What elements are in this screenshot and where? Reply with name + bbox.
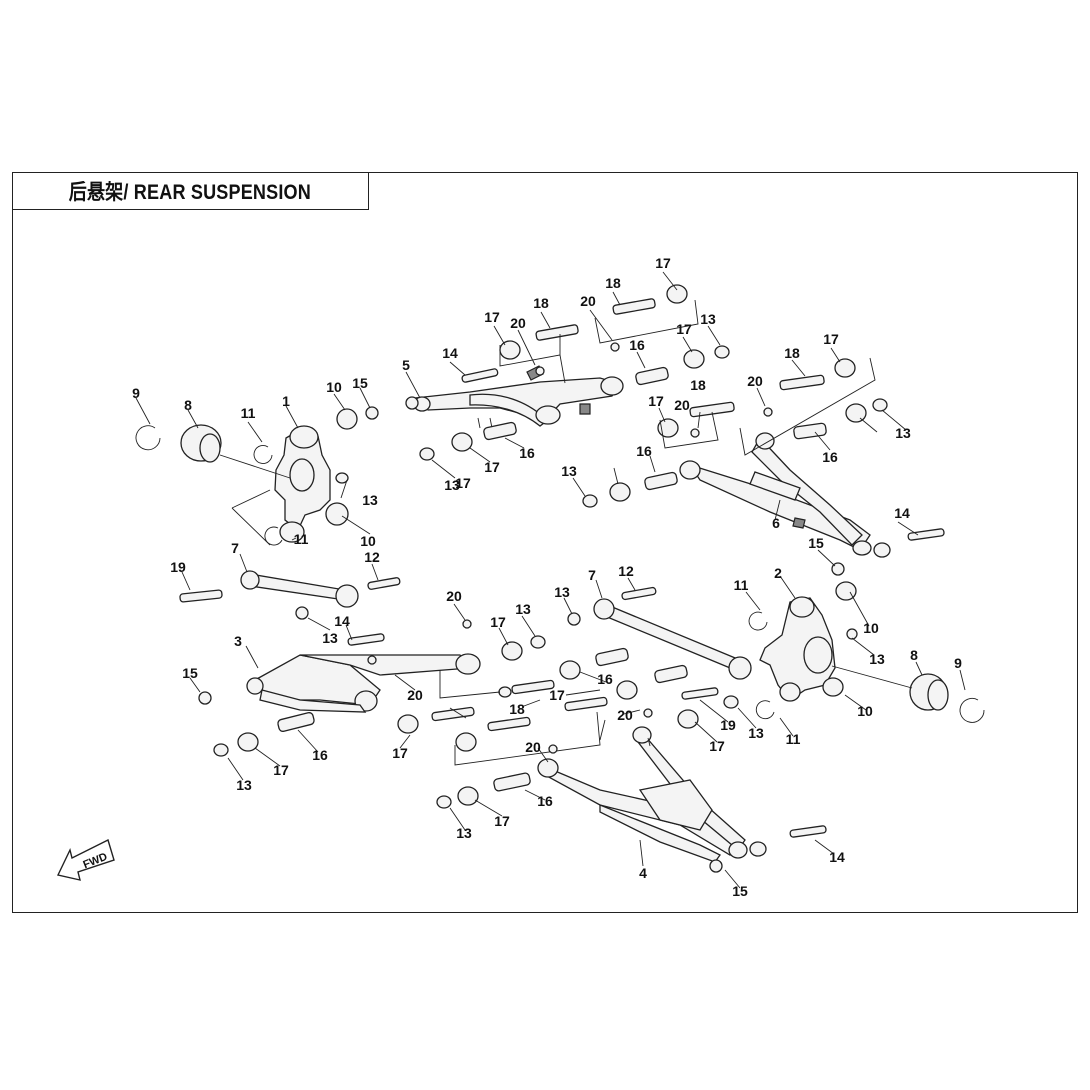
callout-label: 16 bbox=[822, 449, 838, 465]
callout-label: 10 bbox=[326, 379, 342, 395]
callout-label: 12 bbox=[364, 549, 380, 565]
callout-label: 17 bbox=[709, 738, 725, 754]
callout-label: 16 bbox=[519, 445, 535, 461]
callout-label: 15 bbox=[808, 535, 824, 551]
callout-label: 20 bbox=[617, 707, 633, 723]
callout-label: 20 bbox=[510, 315, 526, 331]
callout-label: 13 bbox=[895, 425, 911, 441]
callout-label: 3 bbox=[234, 633, 242, 649]
callout-label: 17 bbox=[392, 745, 408, 761]
callout-label: 16 bbox=[537, 793, 553, 809]
callout-label: 8 bbox=[184, 397, 192, 413]
callout-label: 17 bbox=[490, 614, 506, 630]
callout-label: 11 bbox=[786, 731, 801, 747]
callout-label: 13 bbox=[456, 825, 472, 841]
hardware-upper-right bbox=[582, 357, 945, 576]
callout-label: 16 bbox=[597, 671, 613, 687]
callout-label: 1 bbox=[282, 393, 290, 409]
callout-label: 20 bbox=[674, 397, 690, 413]
callout-label: 17 bbox=[455, 475, 471, 491]
callout-label: 4 bbox=[639, 865, 647, 881]
leader-lines bbox=[135, 271, 966, 889]
callout-label: 13 bbox=[561, 463, 577, 479]
callout-label: 13 bbox=[554, 584, 570, 600]
knuckle-2 bbox=[748, 581, 985, 723]
callout-label: 10 bbox=[857, 703, 873, 719]
hardware-upper-left bbox=[365, 284, 730, 461]
callout-label: 2 bbox=[774, 565, 782, 581]
callout-label: 15 bbox=[732, 883, 748, 899]
upper-arm-6 bbox=[679, 432, 891, 558]
callout-label: 17 bbox=[676, 321, 692, 337]
page-title: 后悬架/ REAR SUSPENSION bbox=[68, 180, 312, 204]
callout-label: 18 bbox=[509, 701, 525, 717]
callout-label: 13 bbox=[322, 630, 338, 646]
callout-label: 10 bbox=[360, 533, 376, 549]
callout-label: 17 bbox=[655, 255, 671, 271]
callout-label: 17 bbox=[648, 393, 664, 409]
callout-label: 9 bbox=[954, 655, 962, 671]
callout-label: 18 bbox=[533, 295, 549, 311]
callout-label: 19 bbox=[170, 559, 186, 575]
callout-label: 15 bbox=[182, 665, 198, 681]
upper-arm-5 bbox=[413, 365, 624, 429]
callout-label: 17 bbox=[484, 459, 500, 475]
callout-label: 20 bbox=[580, 293, 596, 309]
lower-arm-4 bbox=[436, 695, 827, 873]
toe-link-7-left bbox=[179, 570, 401, 620]
callout-label: 19 bbox=[720, 717, 736, 733]
toe-link-7-right bbox=[567, 586, 752, 700]
callout-label: 11 bbox=[294, 531, 309, 547]
callout-label: 20 bbox=[446, 588, 462, 604]
callout-label: 5 bbox=[402, 357, 410, 373]
callout-label: 13 bbox=[700, 311, 716, 327]
callout-label: 7 bbox=[588, 567, 596, 583]
title-box: 后悬架/ REAR SUSPENSION bbox=[12, 172, 369, 210]
callout-label: 9 bbox=[132, 385, 140, 401]
callout-label: 13 bbox=[236, 777, 252, 793]
callout-label: 17 bbox=[484, 309, 500, 325]
callout-label: 14 bbox=[894, 505, 910, 521]
fwd-arrow-icon: FWD bbox=[56, 839, 115, 881]
callout-label: 13 bbox=[748, 725, 764, 741]
callout-label: 13 bbox=[362, 492, 378, 508]
callout-label: 14 bbox=[334, 613, 350, 629]
lower-arm-3 bbox=[198, 633, 481, 713]
callout-label: 17 bbox=[494, 813, 510, 829]
callout-label: 13 bbox=[515, 601, 531, 617]
hardware-lower-left bbox=[213, 619, 688, 766]
callout-label: 18 bbox=[690, 377, 706, 393]
callout-label: 16 bbox=[629, 337, 645, 353]
callout-label: 14 bbox=[442, 345, 458, 361]
callout-label: 15 bbox=[352, 375, 368, 391]
diagram-frame bbox=[12, 172, 1078, 913]
callout-label: 20 bbox=[407, 687, 423, 703]
callout-label: 16 bbox=[312, 747, 328, 763]
callout-label: 12 bbox=[618, 563, 634, 579]
callout-label: 10 bbox=[863, 620, 879, 636]
callout-label: 11 bbox=[241, 405, 256, 421]
callout-label: 18 bbox=[605, 275, 621, 291]
callout-label: 18 bbox=[784, 345, 800, 361]
callout-label: 17 bbox=[273, 762, 289, 778]
callout-label: 7 bbox=[231, 540, 239, 556]
callout-label: 14 bbox=[829, 849, 845, 865]
callout-label: 6 bbox=[772, 515, 780, 531]
callout-label: 8 bbox=[910, 647, 918, 663]
callout-label: 16 bbox=[636, 443, 652, 459]
callout-label: 20 bbox=[525, 739, 541, 755]
knuckle-1 bbox=[135, 408, 358, 546]
callout-label: 17 bbox=[823, 331, 839, 347]
callout-label: 13 bbox=[869, 651, 885, 667]
callout-label: 13 bbox=[444, 477, 460, 493]
callout-label: 11 bbox=[734, 577, 749, 593]
callout-label: 17 bbox=[549, 687, 565, 703]
callout-label: 20 bbox=[747, 373, 763, 389]
